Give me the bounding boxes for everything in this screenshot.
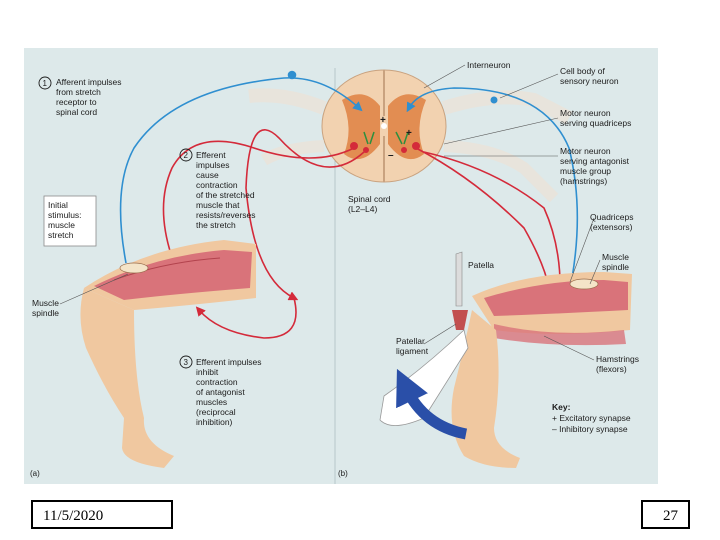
quadriceps-label: Quadriceps (extensors) bbox=[590, 212, 636, 232]
interneuron-label: Interneuron bbox=[467, 60, 511, 70]
hamstrings-label: Hamstrings (flexors) bbox=[596, 354, 641, 374]
step1-text: Afferent impulses from stretch receptor … bbox=[56, 77, 124, 117]
initial-stimulus-box bbox=[43, 195, 97, 247]
synapse-key: Key: + Excitatory synapse – Inhibitory s… bbox=[552, 402, 633, 434]
initial-stimulus-text: Initial stimulus: muscle stretch bbox=[48, 200, 84, 240]
cell-body-leader bbox=[499, 73, 559, 99]
motor-quadriceps-label: Motor neuron serving quadriceps bbox=[560, 108, 631, 128]
patellar-ligament-label: Patellar ligament bbox=[396, 336, 429, 356]
muscle-spindle-leader-b bbox=[589, 259, 601, 285]
panel-b-label: (b) bbox=[338, 469, 348, 478]
svg-text:–: – bbox=[388, 150, 394, 161]
svg-text:+: + bbox=[406, 128, 412, 139]
interneuron-leader bbox=[423, 64, 466, 89]
cell-body-label: Cell body of sensory neuron bbox=[560, 66, 619, 86]
leg-a bbox=[80, 240, 256, 468]
motor-quad-leader bbox=[443, 117, 559, 145]
footer-date: 11/5/2020 bbox=[31, 500, 173, 529]
afferent-pathway-a bbox=[119, 70, 363, 264]
spinal-cord: + + – bbox=[321, 69, 447, 183]
muscle-spindle-b-label: Muscle spindle bbox=[602, 252, 631, 272]
footer-page-number: 27 bbox=[641, 500, 690, 529]
motor-antagonist-label: Motor neuron serving antagonist muscle g… bbox=[560, 146, 631, 186]
kick-motion-arrow bbox=[396, 368, 468, 440]
leg-b bbox=[379, 251, 632, 468]
pathways-b bbox=[406, 87, 579, 303]
muscle-spindle-leader-a bbox=[59, 273, 129, 305]
step3-text: Efferent impulses inhibit contraction of… bbox=[196, 357, 264, 427]
step1-number: 1 bbox=[43, 79, 48, 88]
panel-a-label: (a) bbox=[30, 469, 40, 478]
step2-text: Efferent impulses cause contraction of t… bbox=[196, 150, 258, 230]
reflex-diagram: + + – bbox=[24, 48, 658, 484]
step3-number: 3 bbox=[184, 358, 189, 367]
patella-label: Patella bbox=[468, 260, 494, 270]
patellar-ligament-leader bbox=[423, 323, 457, 345]
efferent-pathways-a bbox=[162, 129, 365, 339]
muscle-spindle-a-label: Muscle spindle bbox=[32, 298, 61, 318]
spinal-cord-label: Spinal cord (L2–L4) bbox=[348, 194, 393, 214]
svg-text:+: + bbox=[380, 115, 386, 126]
step2-number: 2 bbox=[184, 151, 189, 160]
quadriceps-leader bbox=[569, 217, 595, 283]
step-markers: 1 2 3 bbox=[38, 76, 193, 369]
hamstrings-leader bbox=[543, 335, 595, 361]
